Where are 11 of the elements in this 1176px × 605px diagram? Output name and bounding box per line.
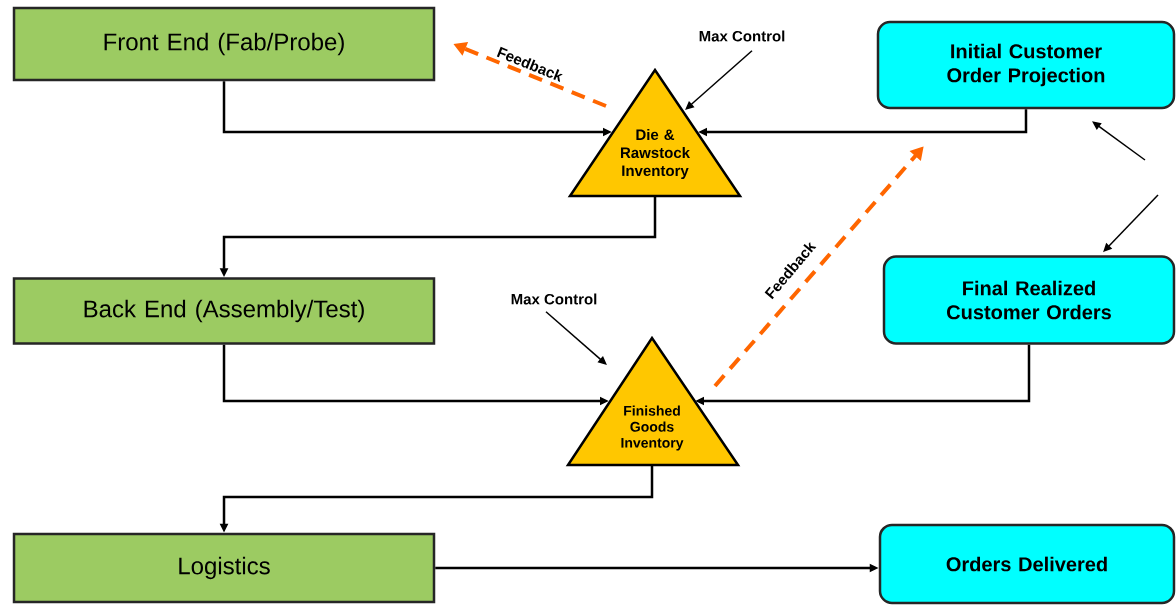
process-box: Front End (Fab/Probe)	[12, 6, 436, 82]
annotation-text: Max Control	[699, 30, 785, 42]
process-box: Back End (Assembly/Test)	[12, 277, 436, 345]
rounded-box: Initial Customer Order Projection	[876, 20, 1176, 110]
pointer-arrow	[685, 49, 753, 110]
annotation-text: Max Control	[511, 293, 597, 305]
rounded-box: Final Realized Customer Orders	[882, 255, 1176, 345]
process-box: Logistics	[12, 532, 436, 604]
pointer-arrow	[1092, 121, 1146, 161]
pointer-arrow	[545, 310, 607, 365]
rounded-box: Orders Delivered	[878, 523, 1176, 605]
